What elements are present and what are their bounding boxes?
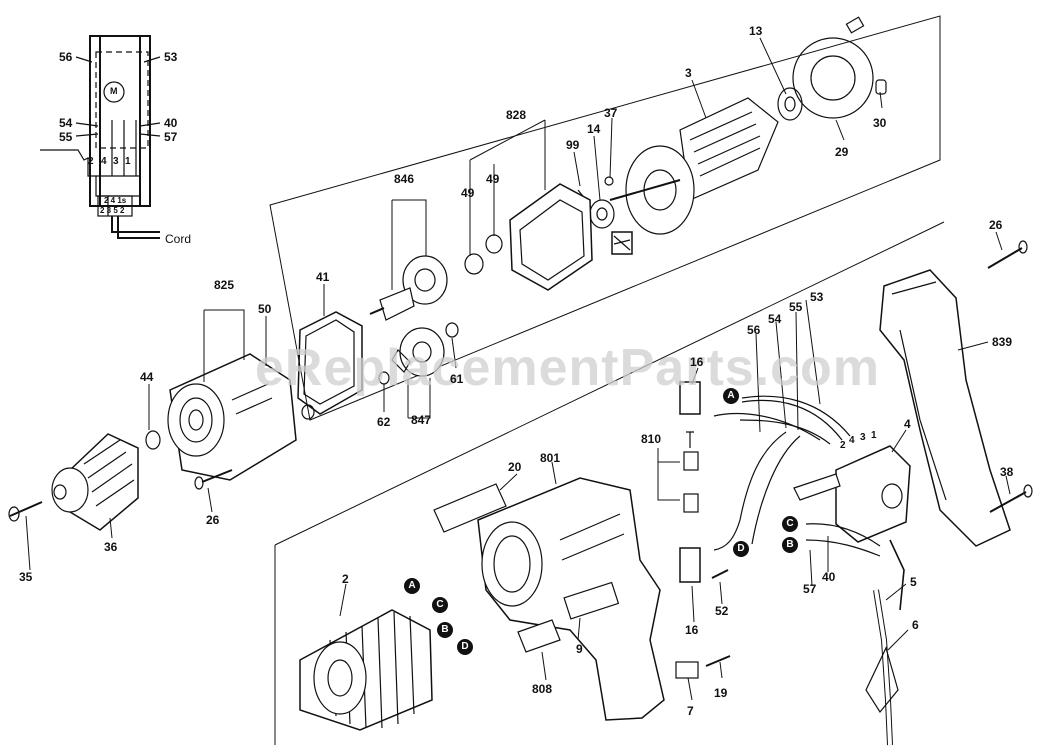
- part-30: 30: [873, 116, 887, 130]
- part-847: 847: [411, 413, 432, 427]
- part-50: 50: [258, 302, 272, 316]
- switch-4: [793, 445, 911, 543]
- wiring-terminal-1: 1: [125, 156, 131, 167]
- wiring-label-55: 55: [59, 130, 73, 144]
- cord-label: Cord: [165, 232, 192, 246]
- part-825: 825: [214, 278, 235, 292]
- watermark: eReplacementParts.com: [255, 339, 881, 397]
- part-5: 5: [910, 575, 917, 589]
- switch-terminal-row: 2 4 1s: [104, 196, 127, 205]
- part-7: 7: [687, 704, 694, 718]
- lead-wires: [713, 395, 905, 611]
- connector-tag-b-field: B: [437, 622, 453, 638]
- part-9: 9: [576, 642, 583, 656]
- switch-term-2: 2: [840, 440, 846, 451]
- wiring-label-57: 57: [164, 130, 178, 144]
- part-4: 4: [904, 417, 911, 431]
- part-13: 13: [749, 24, 763, 38]
- part-49-left: 49: [461, 186, 475, 200]
- handle-839: [879, 269, 1011, 547]
- part-56: 56: [747, 323, 761, 337]
- wiring-label-56: 56: [59, 50, 73, 64]
- part-2: 2: [342, 572, 349, 586]
- part-846: 846: [394, 172, 415, 186]
- part-6: 6: [912, 618, 919, 632]
- spindle-gear-846: [369, 255, 448, 321]
- part-99: 99: [566, 138, 580, 152]
- part-3: 3: [685, 66, 692, 80]
- part-41: 41: [316, 270, 330, 284]
- part-828: 828: [506, 108, 527, 122]
- part-49-right: 49: [486, 172, 500, 186]
- chuck-36: [51, 433, 139, 531]
- part-810: 810: [641, 432, 662, 446]
- part-26-lower: 26: [206, 513, 220, 527]
- gear-847: [391, 327, 445, 377]
- part-37: 37: [604, 106, 618, 120]
- armature-assembly: [609, 16, 887, 235]
- field-assembly-2: [299, 609, 433, 731]
- part-44: 44: [140, 370, 154, 384]
- part-19: 19: [714, 686, 728, 700]
- wiring-terminal-2: 2: [88, 156, 94, 167]
- part-57: 57: [803, 582, 817, 596]
- motor-housing-801: [477, 477, 665, 721]
- part-26-upper: 26: [989, 218, 1003, 232]
- part-839: 839: [992, 335, 1013, 349]
- wiring-label-54: 54: [59, 116, 73, 130]
- part-29: 29: [835, 145, 849, 159]
- connector-tag-c-right: C: [782, 516, 798, 532]
- part-52: 52: [715, 604, 729, 618]
- switch-term-4: 4: [849, 435, 855, 446]
- part-16-upper: 16: [690, 355, 704, 369]
- connector-tag-c-field: C: [432, 597, 448, 613]
- part-14: 14: [587, 122, 601, 136]
- connector-tag-d-upper: D: [733, 541, 749, 557]
- gear-housing-825: [167, 353, 315, 481]
- part-808: 808: [532, 682, 553, 696]
- part-801: 801: [540, 451, 561, 465]
- part-16-lower: 16: [685, 623, 699, 637]
- part-35: 35: [19, 570, 33, 584]
- part-55: 55: [789, 300, 803, 314]
- part-20: 20: [508, 460, 522, 474]
- connector-tag-a-field: A: [404, 578, 420, 594]
- leader-lines: [25, 37, 1011, 701]
- switch-term-1: 1: [871, 430, 877, 441]
- part-36: 36: [104, 540, 118, 554]
- part-61: 61: [450, 372, 464, 386]
- switch-term-3: 3: [860, 432, 866, 443]
- wiring-terminal-3: 3: [113, 156, 119, 167]
- part-53: 53: [810, 290, 824, 304]
- switch-terminal-row-2: 2 3 5 2: [100, 206, 125, 215]
- connector-tag-b-right: B: [782, 537, 798, 553]
- part-38: 38: [1000, 465, 1014, 479]
- motor-symbol: M: [110, 86, 118, 96]
- connector-tag-d-field: D: [457, 639, 473, 655]
- part-54: 54: [768, 312, 782, 326]
- wiring-schematic: [40, 35, 161, 239]
- wiring-label-53: 53: [164, 50, 178, 64]
- connector-tag-a-upper: A: [723, 388, 739, 404]
- wiring-label-40: 40: [164, 116, 178, 130]
- wiring-terminal-4: 4: [101, 156, 107, 167]
- part-62: 62: [377, 415, 391, 429]
- part-40: 40: [822, 570, 836, 584]
